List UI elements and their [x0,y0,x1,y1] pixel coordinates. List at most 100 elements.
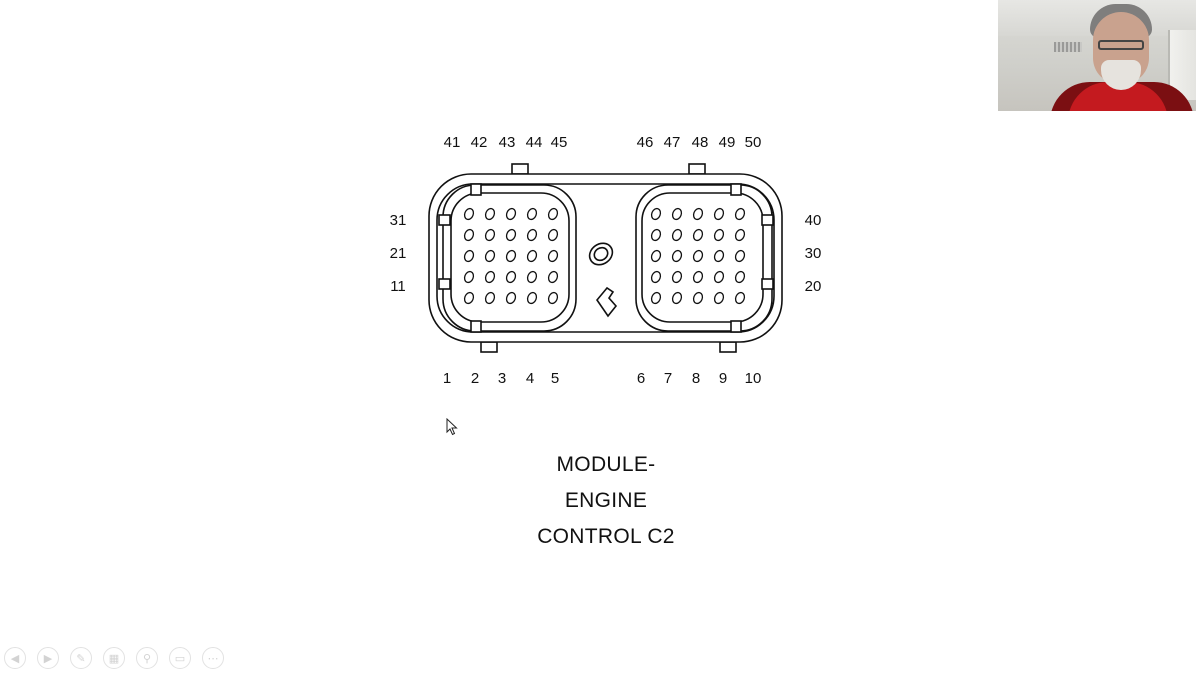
more-options-icon[interactable]: ⋯ [202,647,224,669]
pin-label: 48 [692,134,709,151]
center-key-notch [595,286,618,318]
top-locking-tab [511,163,529,175]
pin-cavity [484,228,496,242]
slides-icon[interactable]: ▦ [103,647,125,669]
latch-clip [438,278,451,290]
pin-cavity [484,291,496,305]
pin-cavity [713,270,725,284]
pin-cavity [505,291,517,305]
top-locking-tab [688,163,706,175]
pin-cavity [734,249,746,263]
pin-label: 46 [637,134,654,151]
pen-icon[interactable]: ✎ [70,647,92,669]
latch-clip [470,320,482,333]
pin-cavity [547,207,559,221]
right-cavity-block-outer [635,184,773,332]
pin-cavity [650,270,662,284]
pin-label: 4 [526,370,534,387]
pin-cavity [650,249,662,263]
pin-label: 2 [471,370,479,387]
pin-cavity [734,291,746,305]
pin-label: 9 [719,370,727,387]
pin-cavity [526,291,538,305]
left-cavity-block-inner [450,192,570,323]
pin-label: 1 [443,370,451,387]
pin-cavity [547,249,559,263]
pin-cavity [526,249,538,263]
right-pin-grid [650,207,746,305]
pin-cavity [692,291,704,305]
pin-cavity [734,270,746,284]
pin-cavity [692,270,704,284]
pin-cavity [650,207,662,221]
pin-label: 50 [745,134,762,151]
pin-cavity [692,207,704,221]
latch-clip [470,183,482,196]
pin-label: 49 [719,134,736,151]
pin-cavity [671,291,683,305]
previous-icon[interactable]: ◀ [4,647,26,669]
pin-cavity [547,228,559,242]
latch-clip [761,278,774,290]
pin-cavity [692,249,704,263]
slideshow-toolbar: ◀ ▶ ✎ ▦ ⚲ ▭ ⋯ [4,647,224,671]
pin-label: 6 [637,370,645,387]
pin-label: 45 [551,134,568,151]
pin-cavity [526,207,538,221]
latch-clip [438,214,451,226]
diagram-title-line: CONTROL C2 [537,525,675,548]
presenter-webcam-video [998,0,1196,111]
glasses [1098,40,1144,50]
pin-cavity [713,228,725,242]
pin-cavity [547,291,559,305]
screen-icon[interactable]: ▭ [169,647,191,669]
next-icon[interactable]: ▶ [37,647,59,669]
pin-cavity [463,270,475,284]
pin-label: 31 [390,212,407,229]
center-key-oval [588,242,614,266]
pin-cavity [650,291,662,305]
pin-label: 44 [526,134,543,151]
pin-cavity [505,228,517,242]
pin-label: 47 [664,134,681,151]
pin-cavity [505,249,517,263]
pin-cavity [671,228,683,242]
pin-label: 20 [805,278,822,295]
left-pin-grid [463,207,559,305]
latch-clip [730,320,742,333]
ceiling-vent [1054,42,1082,52]
latch-clip [730,183,742,196]
pin-cavity [463,249,475,263]
pin-label: 3 [498,370,506,387]
bottom-locking-tab [719,341,737,353]
pin-cavity [505,207,517,221]
diagram-title-line: MODULE- [556,453,656,476]
right-cavity-block-inner [641,192,764,323]
pin-cavity [505,270,517,284]
pin-label: 40 [805,212,822,229]
pin-label: 7 [664,370,672,387]
pin-cavity [463,207,475,221]
pin-label: 10 [745,370,762,387]
pin-cavity [526,270,538,284]
connector-housing-inner [436,183,775,333]
pin-cavity [463,228,475,242]
pin-label: 30 [805,245,822,262]
pin-label: 43 [499,134,516,151]
diagram-title-line: ENGINE [564,489,648,512]
center-key-oval-inner [593,246,609,262]
pin-label: 41 [444,134,461,151]
pin-cavity [547,270,559,284]
pin-cavity [713,249,725,263]
latch-clip [761,214,774,226]
mouse-cursor-icon [446,418,458,436]
zoom-icon[interactable]: ⚲ [136,647,158,669]
left-cavity-block-outer [442,184,577,332]
pin-label: 5 [551,370,559,387]
pin-cavity [463,291,475,305]
pin-cavity [484,249,496,263]
bottom-locking-tab [480,341,498,353]
pin-cavity [671,270,683,284]
pin-cavity [671,249,683,263]
